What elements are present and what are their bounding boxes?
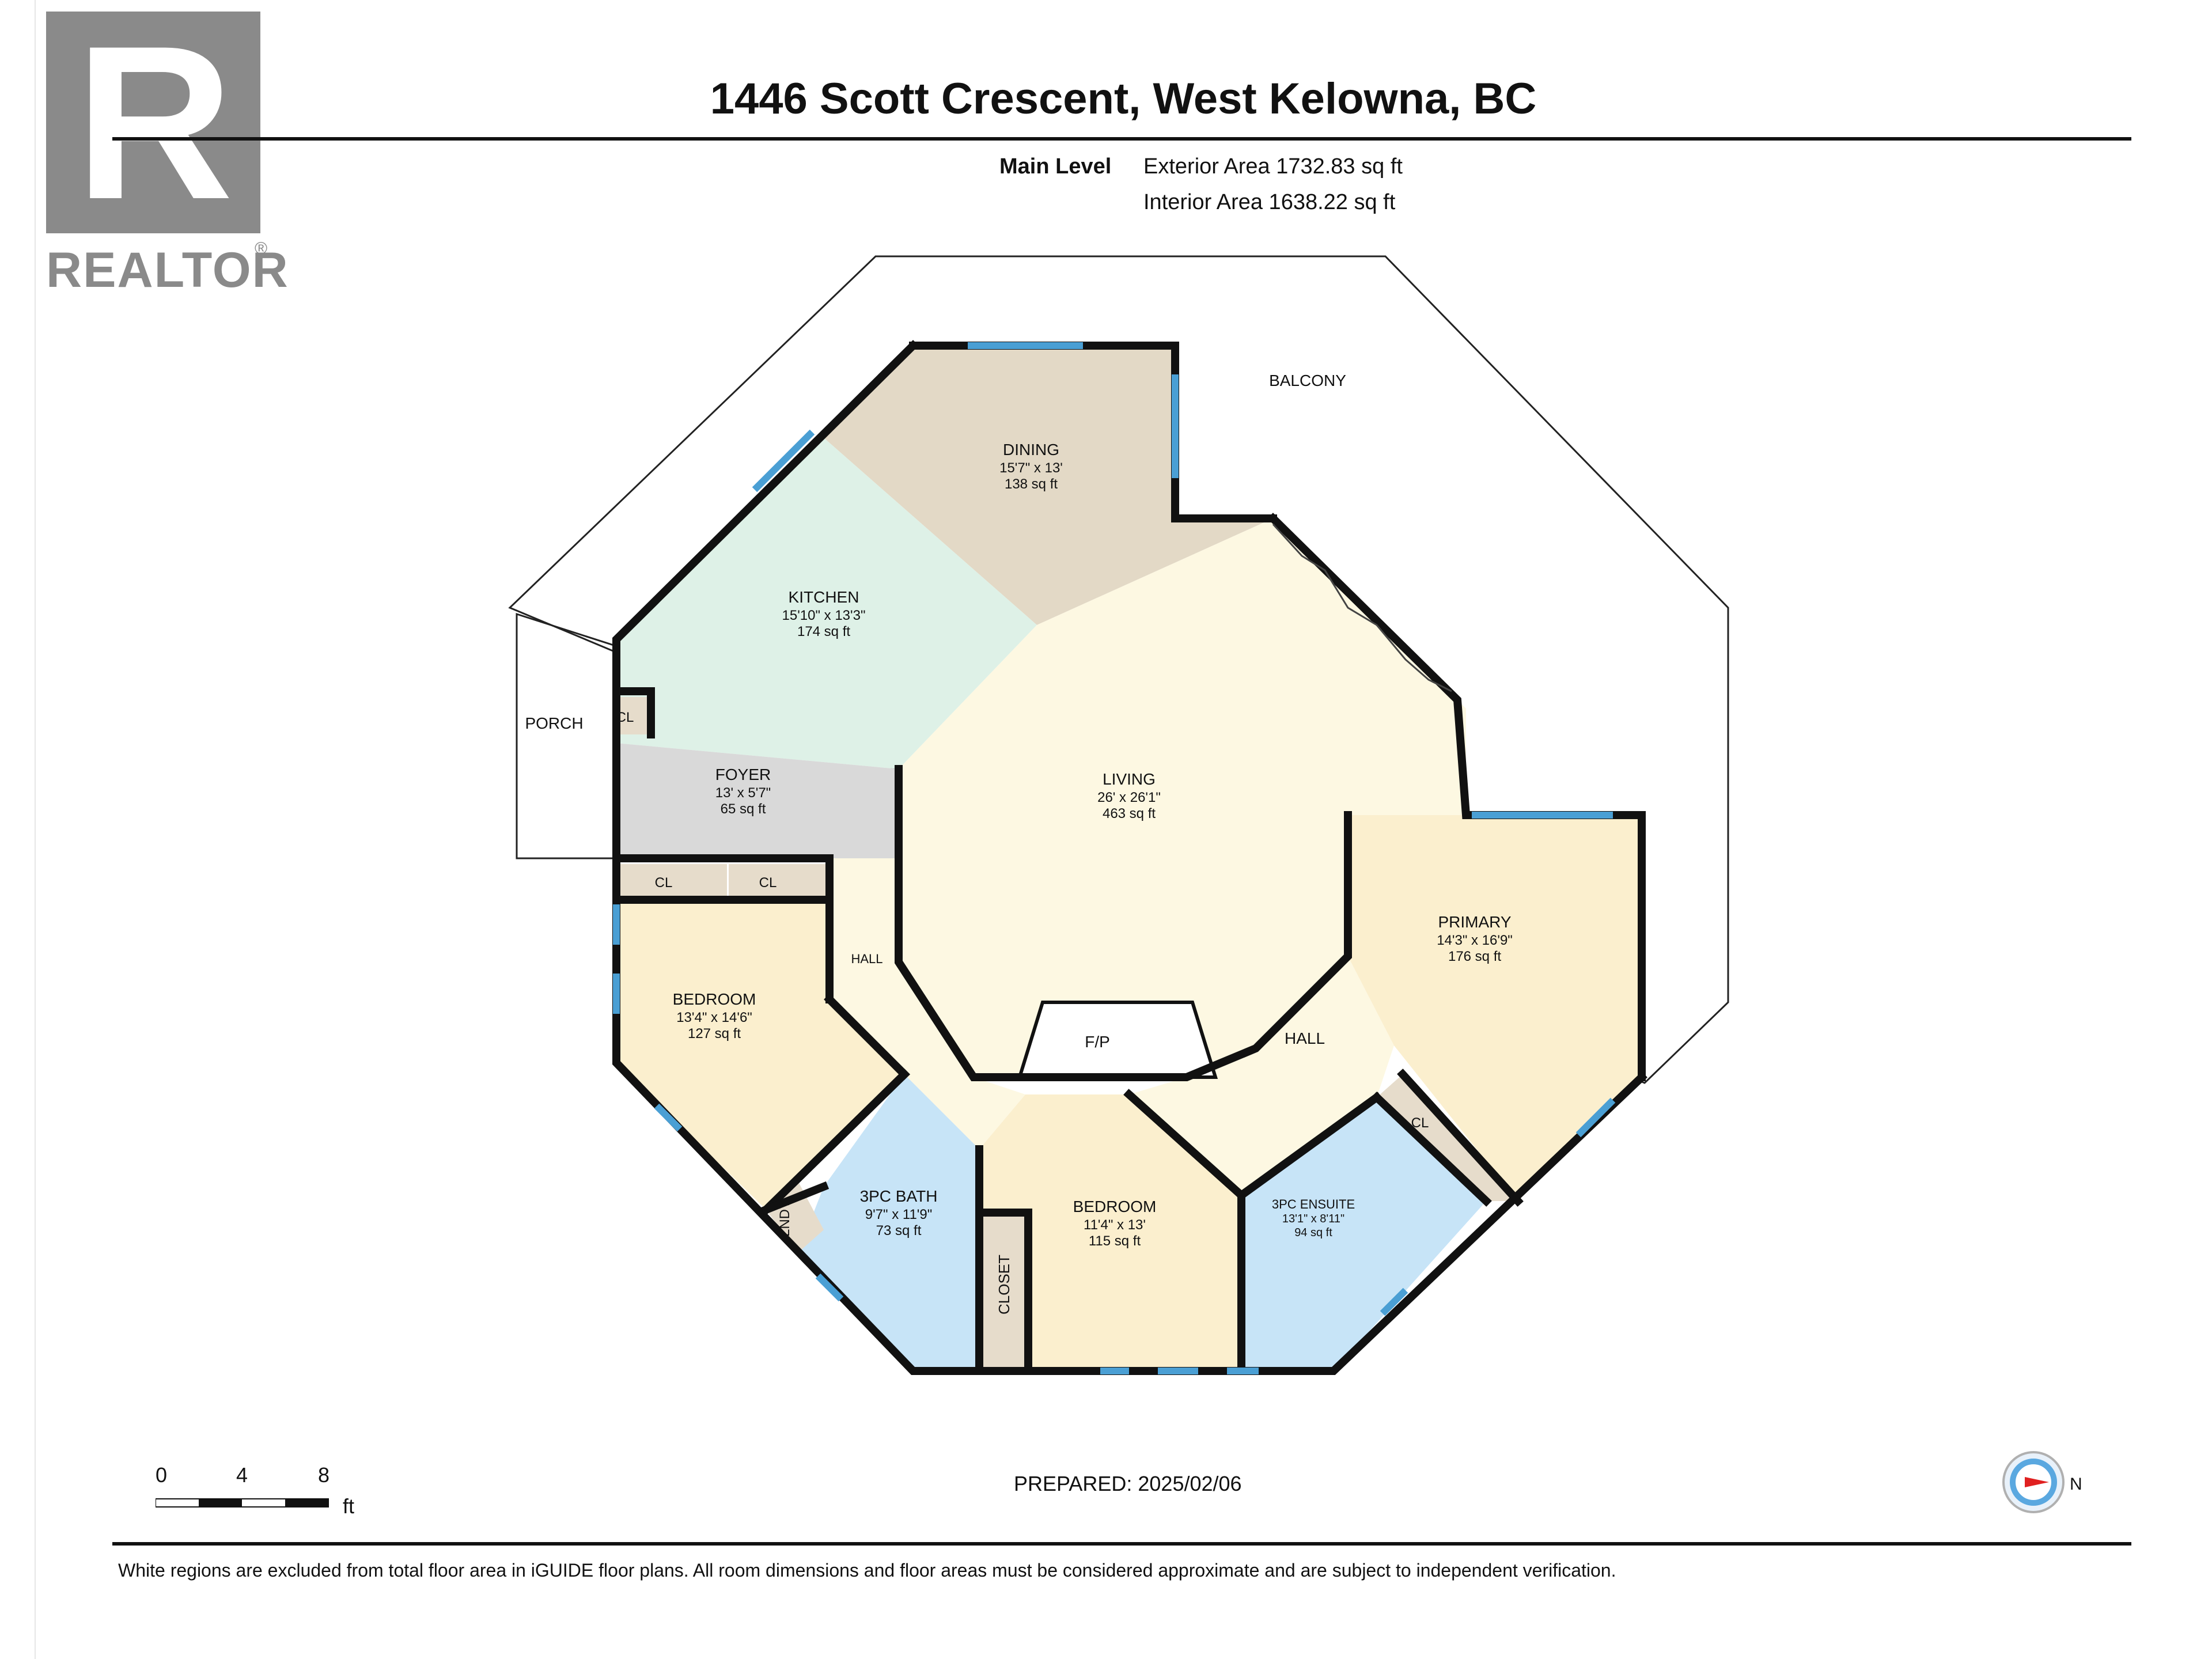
page-border	[35, 0, 36, 1659]
foyer-dims: 13' x 5'7"	[715, 785, 771, 801]
balcony-sliding-door	[1272, 523, 1452, 692]
ensuite-area: 94 sq ft	[1294, 1226, 1332, 1239]
page-title: 1446 Scott Crescent, West Kelowna, BC	[710, 74, 1537, 123]
hall-east	[1129, 956, 1394, 1195]
footer-rule	[112, 1542, 2131, 1546]
compass-north-label: N	[2070, 1475, 2082, 1494]
bedroom-south-area: 115 sq ft	[1089, 1233, 1141, 1249]
scale-tick-8: 8	[318, 1463, 330, 1487]
porch-label: PORCH	[525, 714, 583, 732]
dining-dims: 15'7" x 13'	[999, 460, 1063, 476]
title-rule	[112, 137, 2131, 141]
bath-label: 3PC BATH	[860, 1187, 938, 1205]
foyer-label: FOYER	[715, 766, 771, 783]
realtor-logo: R REALTOR ®	[46, 12, 288, 298]
kitchen-room	[616, 438, 1037, 769]
primary-area: 176 sq ft	[1448, 949, 1501, 964]
primary-room	[1348, 815, 1642, 1201]
interior-area: Interior Area 1638.22 sq ft	[1143, 190, 1396, 214]
fireplace	[1017, 1001, 1218, 1079]
living-label: LIVING	[1103, 770, 1156, 788]
closet-bedroom-south	[982, 1215, 1027, 1371]
bedroom-west-dims: 13'4" x 14'6"	[676, 1010, 752, 1025]
balcony-label: BALCONY	[1269, 372, 1346, 389]
bedroom-south-label: BEDROOM	[1073, 1198, 1157, 1215]
scale-bar: 0 4 8 ft	[156, 1463, 374, 1527]
ensuite-dims: 13'1" x 8'11"	[1282, 1213, 1344, 1225]
bath-area: 73 sq ft	[876, 1223, 922, 1238]
foyer-area: 65 sq ft	[721, 801, 766, 817]
scale-bar-graphic	[156, 1498, 329, 1508]
closet-kitchen	[616, 697, 650, 734]
primary-label: PRIMARY	[1438, 913, 1511, 931]
bedroom-south	[979, 1094, 1241, 1371]
ensuite-label: 3PC ENSUITE	[1272, 1197, 1355, 1211]
living-room	[899, 518, 1466, 1077]
compass-icon: N	[2002, 1445, 2082, 1525]
hall-east-label: HALL	[1285, 1029, 1325, 1047]
living-dims: 26' x 26'1"	[1097, 790, 1161, 805]
fireplace-label: F/P	[1085, 1033, 1110, 1051]
foyer-room	[616, 743, 899, 858]
closet-primary	[1377, 1074, 1518, 1201]
living-area: 463 sq ft	[1103, 806, 1156, 821]
windows	[613, 342, 1616, 1374]
primary-dims: 14'3" x 16'9"	[1437, 933, 1513, 948]
hall-west-label: HALL	[851, 952, 882, 966]
scale-tick-0: 0	[156, 1463, 168, 1487]
closet-west-2-label: CL	[759, 875, 777, 891]
closet-kitchen-label: CL	[616, 710, 634, 725]
closet-primary-label: CL	[1411, 1115, 1429, 1131]
prepared-date: PREPARED: 2025/02/06	[1014, 1472, 1242, 1495]
compass-arrow	[2025, 1477, 2049, 1487]
scale-unit: ft	[343, 1494, 355, 1518]
bedroom-south-dims: 11'4" x 13'	[1084, 1217, 1146, 1233]
closet-west-2	[729, 864, 827, 899]
realtor-logo-letter: R	[75, 0, 234, 245]
closet-west-1-label: CL	[655, 875, 673, 891]
ensuite-room	[1241, 1097, 1486, 1371]
scale-tick-4: 4	[236, 1463, 248, 1487]
closet-south-label: CLOSET	[995, 1255, 1013, 1315]
dining-area: 138 sq ft	[1005, 476, 1058, 492]
dining-label: DINING	[1003, 441, 1059, 459]
balcony-outline	[508, 255, 1729, 1084]
bath-dims: 9'7" x 11'9"	[865, 1207, 933, 1222]
disclaimer: White regions are excluded from total fl…	[118, 1560, 1616, 1581]
hall-west	[830, 858, 1025, 1149]
kitchen-label: KITCHEN	[789, 588, 859, 606]
porch-outline	[516, 612, 615, 859]
dining-room	[824, 346, 1273, 625]
kitchen-dims: 15'10" x 13'3"	[782, 608, 866, 623]
bedroom-west-label: BEDROOM	[673, 990, 756, 1008]
kitchen-area: 174 sq ft	[797, 624, 850, 639]
registered-mark: ®	[255, 239, 268, 258]
level-name: Main Level	[999, 154, 1112, 179]
realtor-logo-box: R	[46, 12, 260, 233]
exterior-area: Exterior Area 1732.83 sq ft	[1143, 154, 1403, 179]
realtor-wordmark: REALTOR	[46, 243, 289, 298]
closet-west-1	[618, 864, 727, 899]
laundry-label: LNDY	[777, 1200, 793, 1237]
bedroom-west-area: 127 sq ft	[688, 1026, 741, 1041]
